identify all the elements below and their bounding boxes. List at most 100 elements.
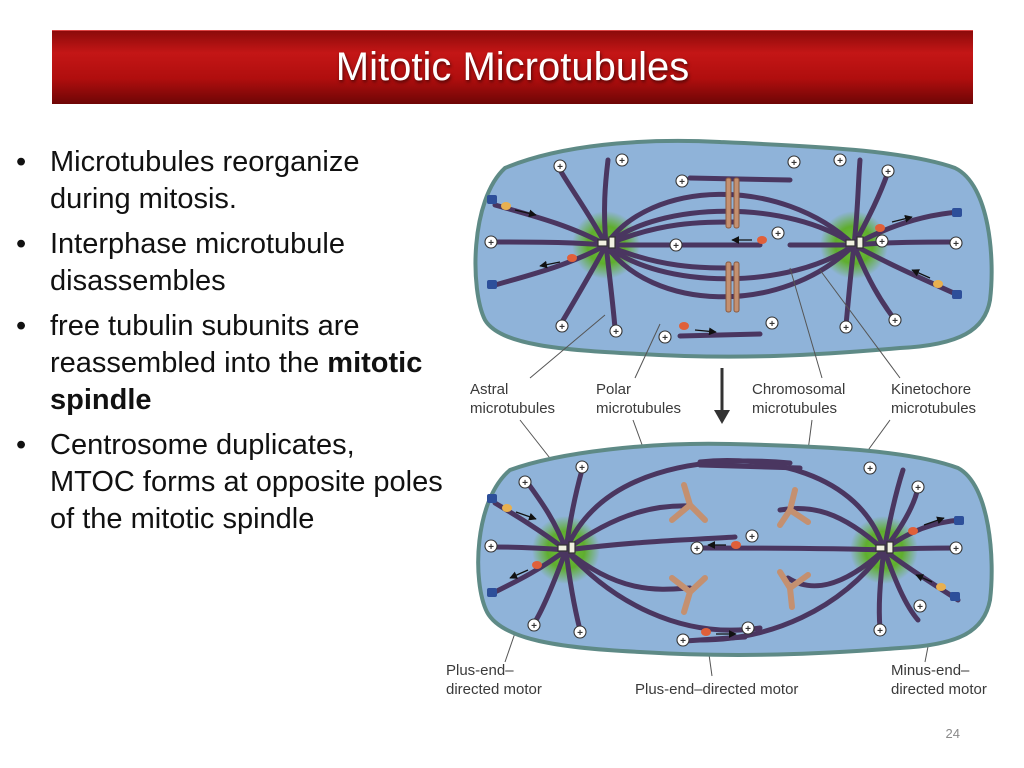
chromosome: [733, 261, 740, 313]
svg-text:+: +: [522, 478, 528, 489]
svg-text:+: +: [791, 158, 797, 169]
plus-ends: [484, 460, 963, 647]
svg-text:+: +: [579, 463, 585, 474]
minus-caps: [487, 494, 964, 601]
cap: [487, 588, 497, 597]
bullet-item: • Centrosome duplicates, MTOC forms at op…: [14, 427, 444, 538]
bullet-dot-icon: •: [16, 310, 27, 342]
svg-text:+: +: [769, 319, 775, 330]
title-bar: Mitotic Microtubules: [52, 30, 973, 104]
centrioles: [597, 236, 864, 249]
minus-caps: [487, 195, 962, 299]
bullet-text: Centrosome duplicates, MTOC forms at opp…: [50, 429, 443, 535]
chromosomes: [669, 482, 811, 615]
bullet-dot-icon: •: [16, 228, 27, 260]
bullet-dot-icon: •: [16, 429, 27, 461]
motors: [502, 504, 946, 636]
svg-text:+: +: [953, 239, 959, 250]
plus-motor: [679, 322, 689, 330]
motor-arrows: [514, 209, 931, 336]
label-kinetochore: Kinetochore: [891, 381, 971, 398]
svg-text:+: +: [837, 156, 843, 167]
svg-text:+: +: [673, 241, 679, 252]
svg-text:+: +: [488, 542, 494, 553]
svg-text:+: +: [885, 167, 891, 178]
centriole: [845, 239, 856, 247]
transition-arrow: [714, 368, 730, 424]
microtubules: [492, 157, 961, 339]
svg-text:+: +: [867, 464, 873, 475]
svg-text:+: +: [843, 323, 849, 334]
plus-motor: [567, 254, 577, 262]
label-astral: Astral: [470, 381, 508, 398]
svg-text:+: +: [879, 237, 885, 248]
chromosome: [787, 507, 811, 525]
plus-motor: [532, 561, 542, 569]
svg-text:+: +: [531, 621, 537, 632]
plus-motor: [908, 527, 918, 535]
bullet-text: free tubulin subunits are reassembled in…: [50, 310, 360, 379]
plus-motor: [731, 541, 741, 549]
label-minus-motor: Minus-end–: [891, 662, 970, 679]
motors: [501, 202, 943, 330]
svg-text:+: +: [679, 177, 685, 188]
cap: [952, 290, 962, 299]
svg-text:+: +: [917, 602, 923, 613]
label-plus-motor-left: directed motor: [446, 681, 542, 698]
centriole: [608, 236, 616, 249]
label-plus-motor-center: Plus-end–directed motor: [635, 681, 798, 698]
minus-motor: [936, 583, 946, 591]
cap: [487, 494, 497, 503]
cap: [952, 208, 962, 217]
centriole: [856, 236, 864, 249]
anaphase-cell: +++ +++ +++ +++ ++: [476, 441, 994, 657]
bullet-text: Microtubules reorganize during mitosis.: [50, 146, 360, 215]
minus-motor: [502, 504, 512, 512]
svg-text:+: +: [577, 628, 583, 639]
centriole: [875, 544, 886, 552]
centriole: [557, 544, 568, 552]
label-polar: Polar: [596, 381, 631, 398]
label-plus-motor-left: Plus-end–: [446, 662, 514, 679]
label-minus-motor: directed motor: [891, 681, 987, 698]
microtubules: [490, 457, 963, 644]
cap: [954, 516, 964, 525]
motor-arrows: [509, 511, 945, 638]
bullet-text: Interphase microtubule disassembles: [50, 228, 345, 297]
svg-text:+: +: [557, 162, 563, 173]
svg-text:+: +: [559, 322, 565, 333]
svg-text:+: +: [613, 327, 619, 338]
bullet-bold-text: mitotic spindle: [50, 347, 423, 416]
plus-motor: [701, 628, 711, 636]
svg-text:+: +: [662, 333, 668, 344]
svg-text:+: +: [892, 316, 898, 327]
label-astral: microtubules: [470, 400, 555, 417]
plus-motor: [757, 236, 767, 244]
svg-text:+: +: [619, 156, 625, 167]
chromosome: [669, 575, 693, 595]
plus-motor: [875, 224, 885, 232]
label-polar: microtubules: [596, 400, 681, 417]
centriole: [568, 541, 576, 554]
chromosome: [733, 177, 740, 229]
page-number: 24: [945, 726, 960, 741]
svg-text:+: +: [953, 544, 959, 555]
plus-signs: +++ +++ +++ +++ ++: [488, 463, 959, 647]
bullet-item: • free tubulin subunits are reassembled i…: [14, 308, 444, 419]
centriole: [886, 541, 894, 554]
centrioles: [557, 541, 894, 554]
svg-text:+: +: [877, 626, 883, 637]
bullet-list: • Microtubules reorganize during mitosis.…: [14, 144, 444, 546]
label-chromosomal: Chromosomal: [752, 381, 845, 398]
svg-text:+: +: [749, 532, 755, 543]
mitosis-diagram: + + + + + + + + + + + + + + + + + Astral microtubul…: [446, 138, 994, 698]
prometaphase-cell: +++ +++ +++ ++ +++ +++: [473, 138, 994, 359]
label-kinetochore: microtubules: [891, 400, 976, 417]
cap: [487, 195, 497, 204]
chromosome: [725, 177, 732, 229]
svg-text:+: +: [488, 238, 494, 249]
minus-motor: [501, 202, 511, 210]
svg-text:+: +: [680, 636, 686, 647]
centriole: [597, 239, 608, 247]
svg-text:+: +: [745, 624, 751, 635]
